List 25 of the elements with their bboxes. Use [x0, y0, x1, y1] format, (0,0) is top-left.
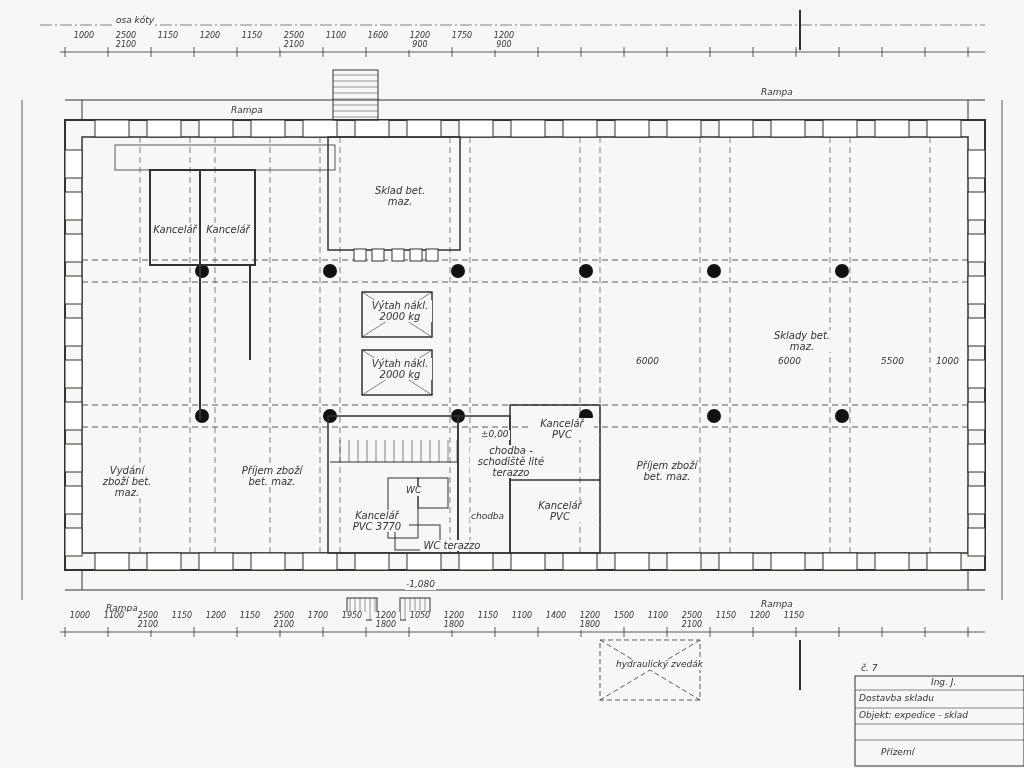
dimension-text: 1200 1800	[372, 612, 400, 630]
room-label: Kancelář	[152, 224, 198, 235]
level-mark: ±0,00	[480, 430, 510, 440]
title-block-text: Přízemí	[880, 748, 916, 758]
dimension-text: 1050	[406, 612, 434, 621]
axis-note: osa kóty	[115, 16, 156, 26]
dimension-text: 5500	[880, 357, 905, 367]
dimension-text: 6000	[635, 357, 660, 367]
room-label: Rampa	[760, 600, 794, 610]
dimension-text: 6000	[777, 357, 802, 367]
room-label: č. 7	[860, 664, 879, 674]
title-block-text: Objekt: expedice - sklad	[858, 711, 969, 721]
room-label: hydraulický zvedák	[615, 660, 705, 670]
title-block-text: Ing. J.	[930, 678, 958, 688]
title-block-text: Dostavba skladu	[858, 694, 935, 704]
room-label: Příjem zboží bet. maz.	[240, 465, 304, 487]
room-label: Rampa	[760, 88, 794, 98]
dimension-text: -1,080	[405, 580, 436, 590]
dimension-text: 1000	[935, 357, 960, 367]
room-label: Kancelář	[203, 224, 253, 235]
room-label: WC	[405, 486, 423, 496]
room-label: chodba	[470, 512, 506, 522]
room-label: Kancelář PVC	[530, 418, 594, 440]
room-label: Rampa	[230, 106, 264, 116]
room-label: Příjem zboží bet. maz.	[635, 460, 699, 482]
